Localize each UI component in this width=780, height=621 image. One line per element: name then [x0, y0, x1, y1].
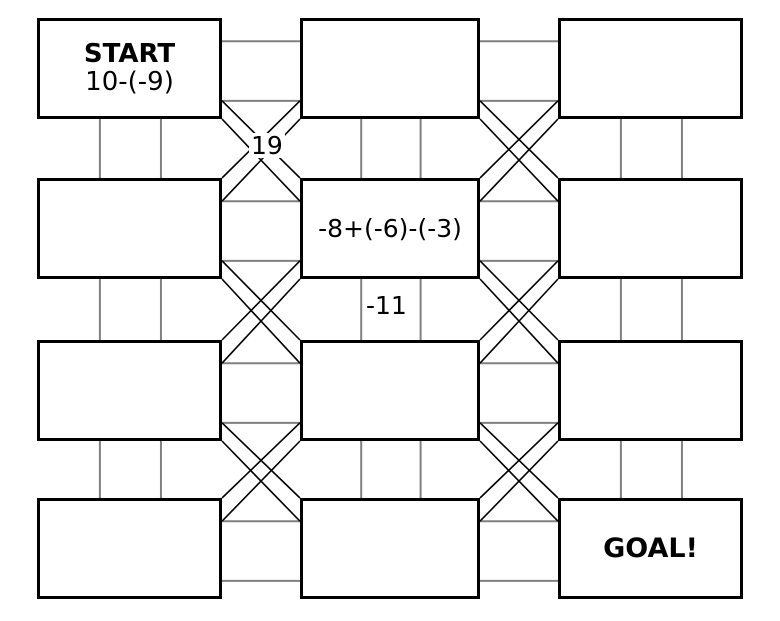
connector-diagonal	[221, 422, 301, 499]
connector-diagonal	[221, 278, 301, 364]
node-r4c3-goal[interactable]: GOAL!	[558, 498, 743, 599]
node-r1c2[interactable]	[300, 18, 480, 119]
node-expression: -8+(-6)-(-3)	[318, 213, 462, 243]
edge-label-minus-11: -11	[364, 291, 409, 320]
node-r2c1[interactable]	[37, 178, 222, 279]
node-r3c3[interactable]	[558, 340, 743, 441]
node-r1c3[interactable]	[558, 18, 743, 119]
goal-label: GOAL!	[603, 532, 698, 564]
connector-diagonal	[221, 118, 301, 202]
connector-diagonal	[479, 260, 559, 341]
connector-diagonal	[479, 278, 559, 364]
node-r2c3[interactable]	[558, 178, 743, 279]
connector-diagonal	[479, 118, 559, 202]
connector-diagonal	[221, 260, 301, 341]
node-r3c1[interactable]	[37, 340, 222, 441]
start-label: START	[83, 38, 176, 69]
connector-diagonal	[479, 100, 559, 179]
connector-diagonal	[221, 440, 301, 522]
start-expression: 10-(-9)	[85, 66, 174, 97]
connector-diagonal	[479, 422, 559, 499]
node-r2c2[interactable]: -8+(-6)-(-3)	[300, 178, 480, 279]
connector-diagonal	[479, 440, 559, 522]
edge-label-19: 19	[249, 131, 285, 160]
node-r1c1-start[interactable]: START 10-(-9)	[37, 18, 222, 119]
node-r3c2[interactable]	[300, 340, 480, 441]
node-r4c1[interactable]	[37, 498, 222, 599]
node-r4c2[interactable]	[300, 498, 480, 599]
